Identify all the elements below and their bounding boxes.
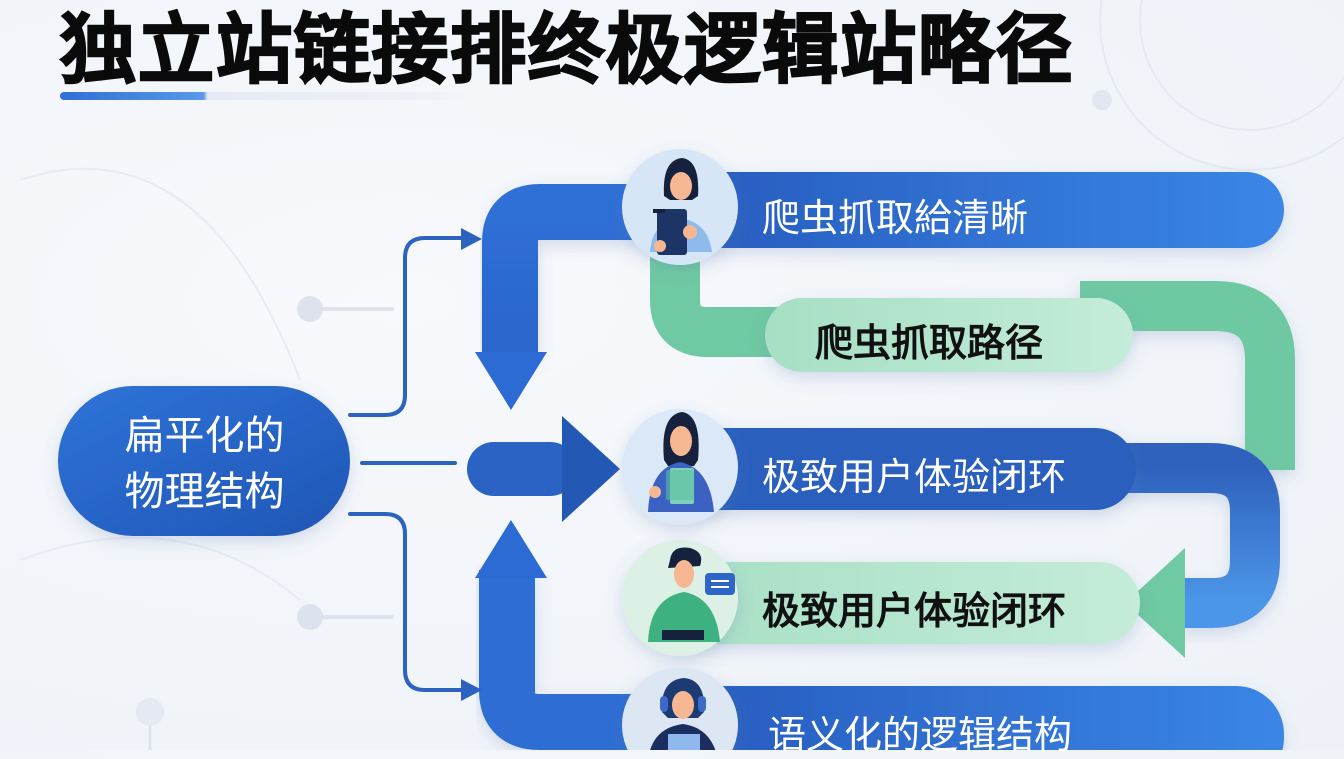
source-node: 扁平化的 物理结构 [62, 408, 347, 520]
middle-arrow-shaft [467, 442, 577, 496]
node-label-semantic-structure: 语义化的逻辑结构 [768, 713, 1073, 757]
node1-bar [640, 172, 1284, 248]
green-arrowhead-left [1125, 548, 1185, 658]
node3-bar [650, 428, 1136, 510]
node-label-crawl-path: 爬虫抓取路径 [815, 321, 1044, 365]
blue-pipe-right [1090, 443, 1280, 628]
green-pipe-left [650, 240, 790, 357]
node4-bar [660, 562, 1140, 644]
woman-with-folder-icon [622, 409, 738, 525]
woman-with-headset-icon [622, 667, 738, 750]
source-node-line2: 物理结构 [124, 469, 285, 515]
source-node-line1: 扁平化的 [124, 413, 285, 459]
man-with-chat-bubble-icon [622, 540, 738, 656]
connector-bottom-arrowhead [461, 679, 482, 701]
node-label-crawl-clarity: 爬虫抓取給清晰 [762, 196, 1029, 240]
title-underline [60, 92, 470, 100]
middle-arrowhead [562, 416, 620, 522]
connector-top [348, 236, 467, 417]
down-arrowhead [475, 352, 547, 410]
node5-bar [640, 686, 1284, 750]
node-label-ux-loop-blue: 极致用户体验闭环 [762, 455, 1067, 499]
connector-bottom [348, 512, 467, 692]
up-arrowhead [475, 520, 547, 578]
connector-top-arrowhead [461, 228, 482, 250]
page-title: 独立站链接排终极逻辑站略径 [59, 4, 1074, 95]
node2-pill [765, 298, 1133, 372]
source-node-pill [58, 386, 350, 536]
green-pipe-right [1080, 281, 1295, 470]
decor-dot [1092, 90, 1112, 110]
woman-with-clipboard-icon [622, 149, 738, 265]
blue-elbow-down [482, 184, 660, 355]
node-label-ux-loop-green: 极致用户体验闭环 [762, 589, 1067, 633]
decor-node-lower [297, 604, 394, 630]
decor-node-upper [297, 296, 394, 322]
blue-elbow-up [479, 570, 660, 750]
